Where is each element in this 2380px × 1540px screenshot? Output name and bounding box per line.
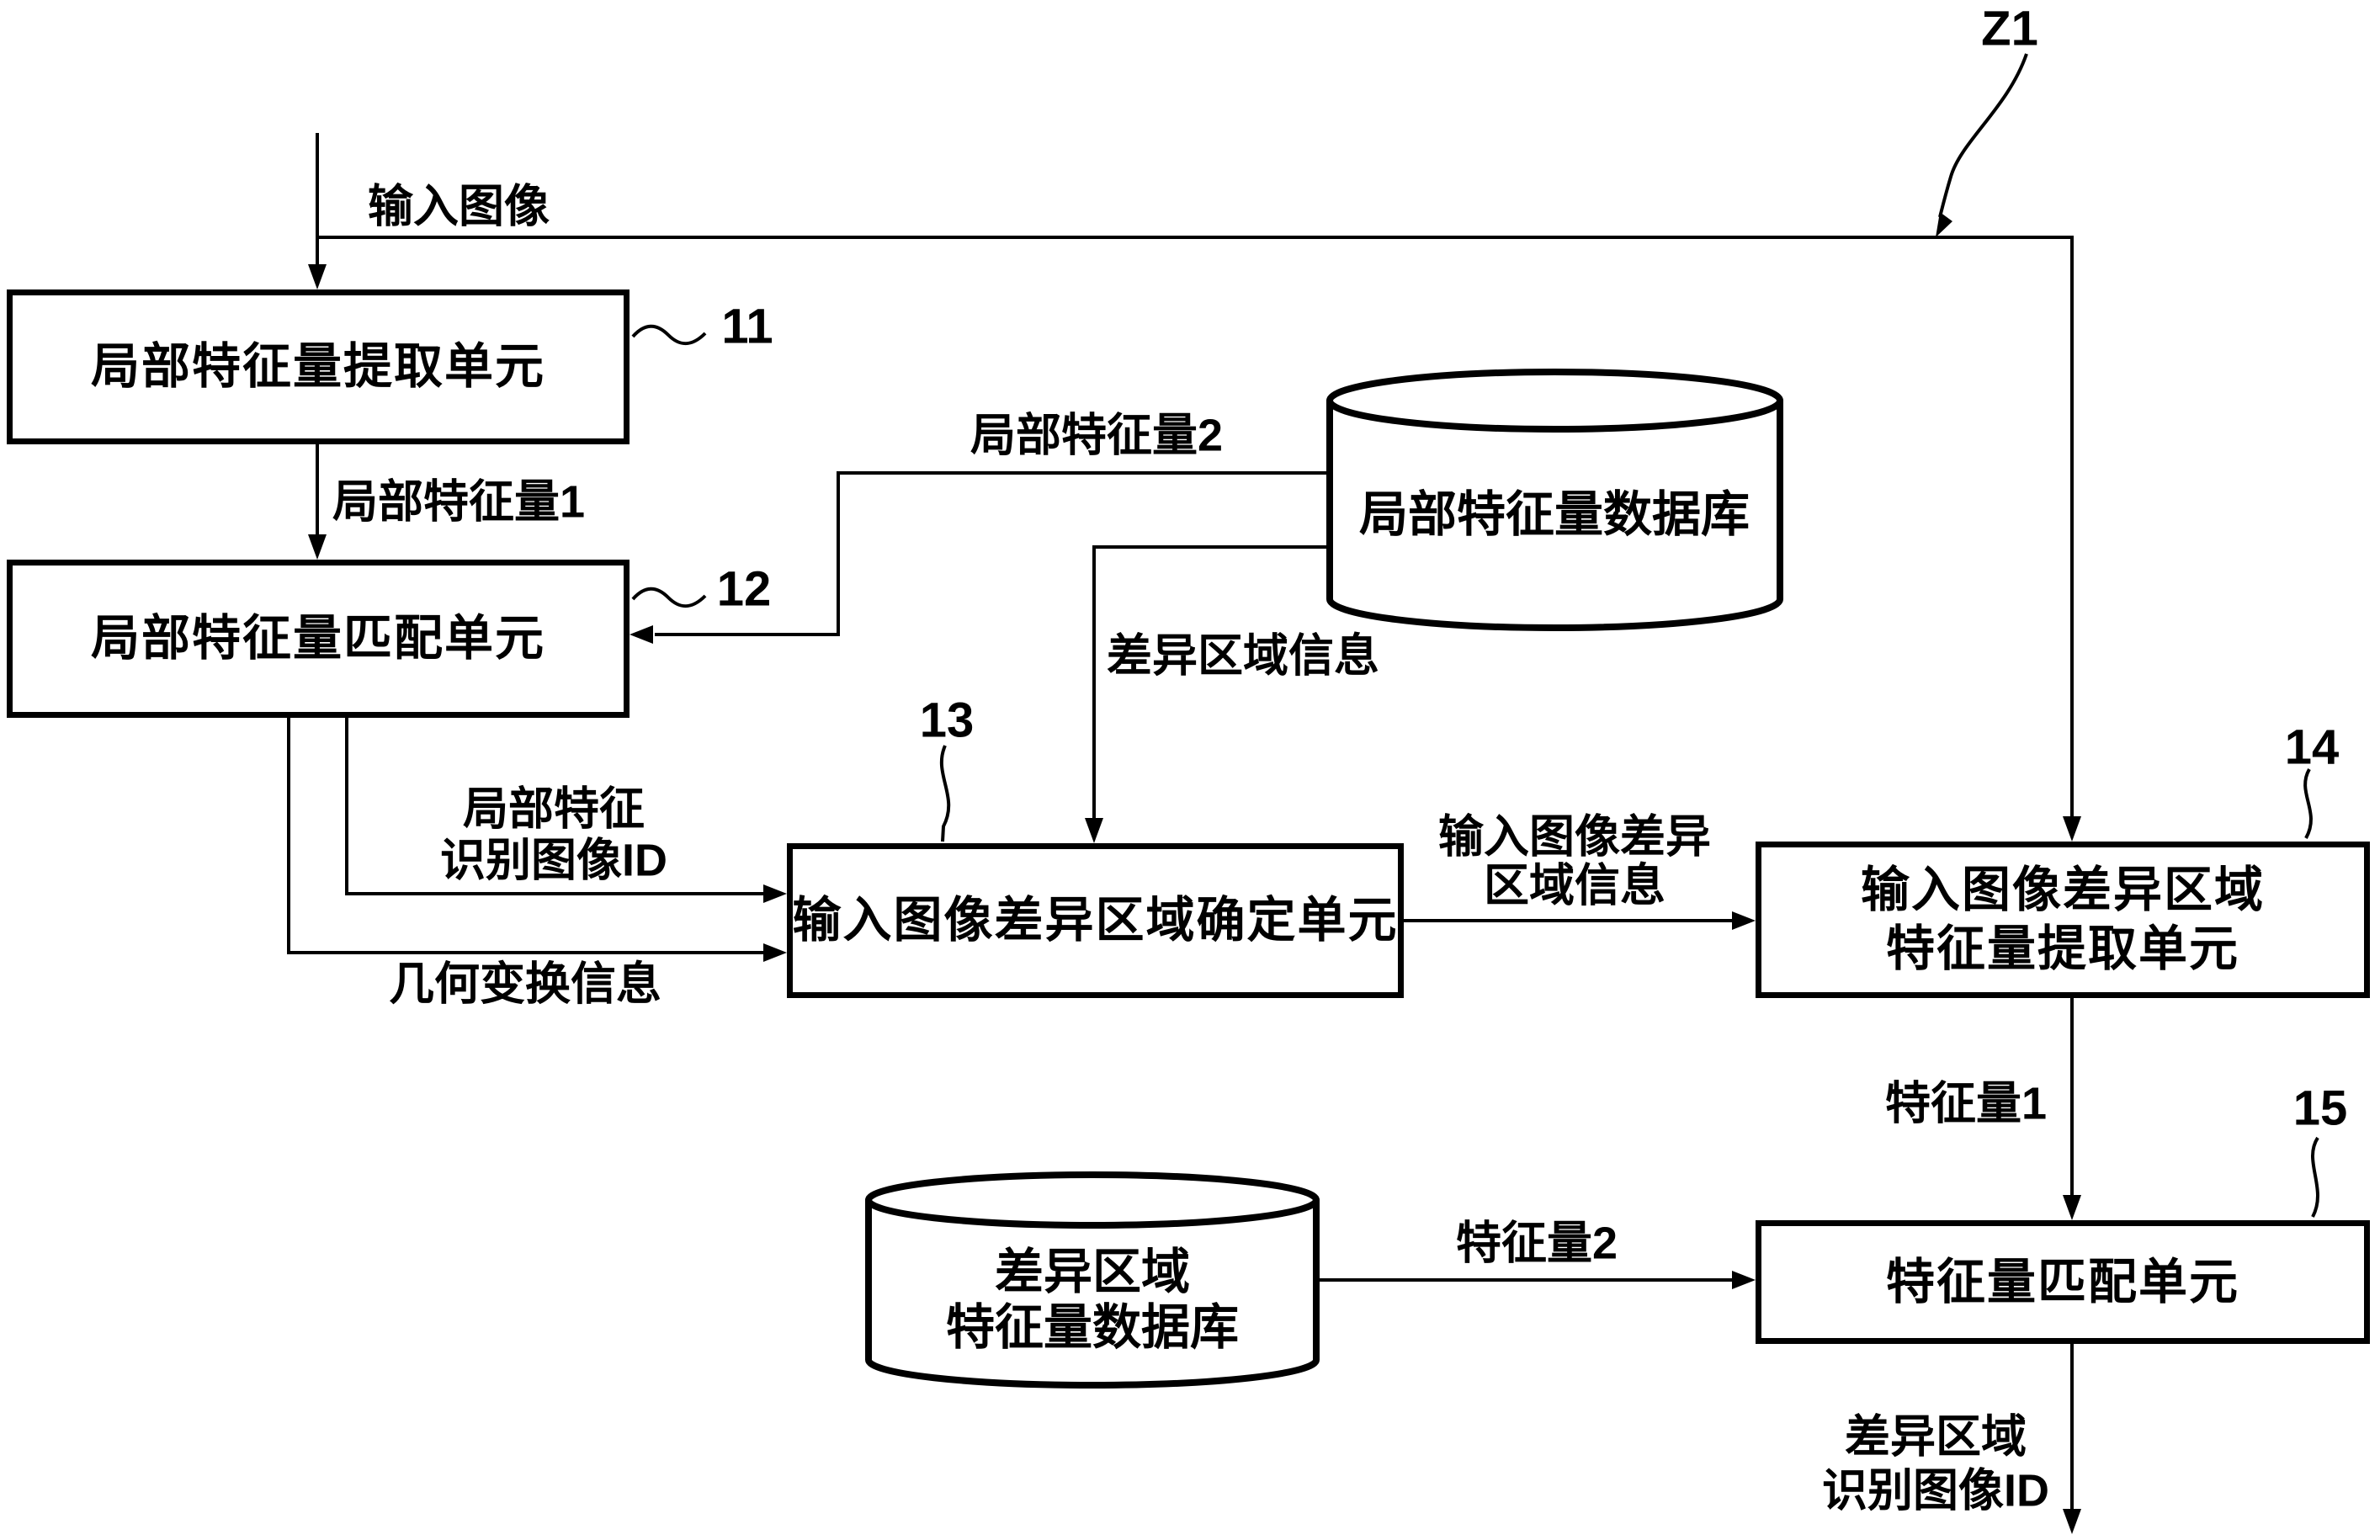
connector-diff-region-info	[1085, 545, 1330, 843]
database-cylinder-diff-region	[865, 1171, 1320, 1389]
box-feature-matching-unit: 特征量匹配单元	[1756, 1220, 2370, 1344]
box-label: 局部特征量匹配单元	[90, 611, 545, 666]
box-label-line2: 特征量提取单元	[1885, 921, 2239, 976]
connector-geometric-transform	[287, 718, 787, 962]
connector-feature-2	[1316, 1271, 1756, 1289]
edge-label-diff-region-id-line2: 识别图像ID	[1822, 1465, 2049, 1516]
db-diff-region-label-line1: 差异区域	[994, 1245, 1191, 1300]
ref-squiggle-11	[631, 324, 707, 346]
box-input-image-diff-region-determination-unit: 输入图像差异区域确定单元	[787, 843, 1404, 998]
box-input-image-diff-region-feature-extraction-unit: 输入图像差异区域 特征量提取单元	[1756, 842, 2370, 998]
connector-local-feature-1	[308, 444, 327, 560]
edge-label-local-feature-2: 局部特征量2	[970, 410, 1224, 461]
edge-label-local-feature-id-line1: 局部特征	[463, 783, 645, 835]
ref-number-11: 11	[721, 299, 773, 354]
arrowhead-icon	[2063, 1509, 2081, 1534]
edge-label-input-image-diff-line1: 输入图像差异	[1438, 811, 1711, 863]
connector-input-image-diff	[1404, 911, 1756, 930]
edge-label-feature-1: 特征量1	[1884, 1078, 2048, 1129]
edge-label-feature-2: 特征量2	[1455, 1218, 1618, 1269]
ref-number-13: 13	[919, 693, 975, 748]
edge-label-diff-region-id-line1: 差异区域	[1845, 1411, 2027, 1463]
ref-squiggle-14	[2303, 768, 2313, 839]
edge-label-local-feature-id-line2: 识别图像ID	[440, 835, 667, 886]
edge-label-input-image-diff-line2: 区域信息	[1484, 860, 1665, 911]
connector-local-feature-2	[630, 471, 1330, 644]
arrowhead-icon	[2063, 1195, 2081, 1220]
arrowhead-icon	[308, 534, 327, 560]
arrowhead-icon	[1085, 818, 1103, 843]
box-label-line1: 输入图像差异区域	[1860, 863, 2265, 918]
arrowhead-icon	[2063, 816, 2081, 842]
arrowhead-icon	[763, 884, 787, 903]
ref-squiggle-12	[631, 587, 707, 608]
ref-number-12: 12	[716, 561, 772, 617]
ref-squiggle-13	[939, 745, 951, 842]
box-label: 局部特征量提取单元	[90, 339, 545, 395]
connector-local-feature-id	[345, 718, 787, 903]
edge-label-input-image: 输入图像	[368, 181, 550, 232]
db-local-feature-label: 局部特征量数据库	[1358, 487, 1750, 543]
arrowhead-icon	[630, 625, 653, 644]
arrowhead-icon	[1732, 911, 1756, 930]
edge-label-diff-region-info: 差异区域信息	[1107, 630, 1379, 682]
ref-squiggle-15	[2311, 1136, 2319, 1218]
arrowhead-icon	[308, 264, 327, 289]
edge-label-local-feature-1: 局部特征量1	[332, 476, 586, 528]
connector-diff-region-id	[2063, 1344, 2081, 1534]
arrowhead-icon	[763, 943, 787, 962]
arrowhead-icon	[1732, 1271, 1756, 1289]
box-local-feature-extraction-unit: 局部特征量提取单元	[7, 289, 630, 444]
box-label: 输入图像差异区域确定单元	[792, 893, 1399, 948]
database-cylinder-local-feature	[1326, 369, 1783, 631]
z1-leader-arrow	[1936, 53, 2028, 237]
connector-feature-1	[2063, 998, 2081, 1220]
edge-label-geometric-transform-info: 几何变换信息	[389, 959, 661, 1010]
connector-input-image	[308, 133, 2081, 842]
box-local-feature-matching-unit: 局部特征量匹配单元	[7, 560, 630, 718]
box-label: 特征量匹配单元	[1885, 1254, 2239, 1309]
arrowhead-icon	[1936, 212, 1952, 237]
ref-number-14: 14	[2284, 720, 2340, 775]
ref-number-15: 15	[2292, 1081, 2348, 1136]
figure-ref-z1: Z1	[1981, 1, 2038, 56]
db-diff-region-label-line2: 特征量数据库	[945, 1300, 1240, 1356]
